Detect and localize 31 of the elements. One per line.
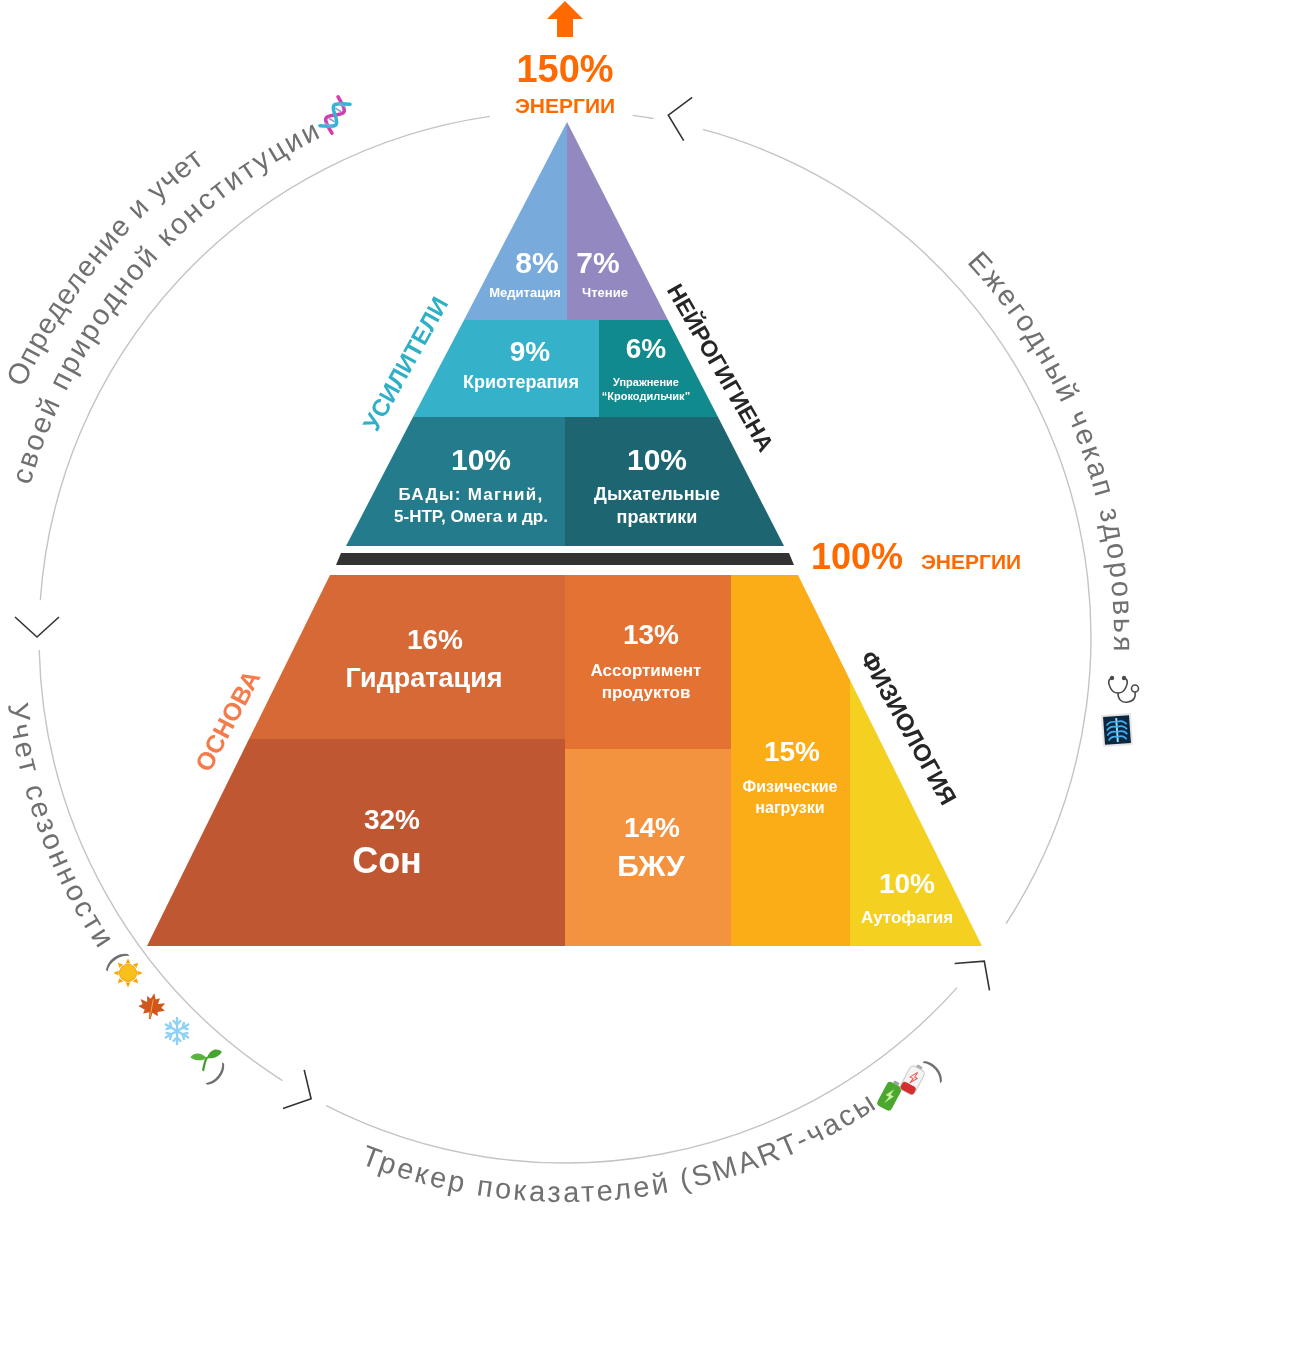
percent-value: 9% [509,334,551,369]
segment-name: Физические нагрузки [741,777,839,818]
segment-name: БАДы: Магний, 5-HTP, Омега и др. [393,483,549,528]
segment-name: Криотерапия [463,371,579,395]
pyramid-section [565,749,731,946]
percent-value: 10% [879,866,935,901]
pyramid-section [731,575,850,946]
segment-name: Дыхательные практики [593,482,721,529]
segment-name: БЖУ [617,847,685,884]
energy-caption: ЭНЕРГИИ [514,94,616,118]
percent-value: 15% [764,734,820,769]
segment-name: Аутофагия [860,906,954,929]
energy-caption: ЭНЕРГИИ [920,550,1022,574]
percent-value: 13% [623,617,679,652]
percent-value: 6% [625,331,667,366]
percent-value: 14% [624,810,680,845]
energy-percent: 150% [516,49,614,91]
percent-value: 10% [451,441,511,478]
segment-name: Сон [352,838,422,883]
energy-percent: 100% [810,537,904,577]
segment-name: Ассортимент продуктов [589,659,703,704]
parenthesis: ) [205,1058,233,1090]
percent-value: 32% [364,802,420,837]
pyramid-section [565,575,731,749]
parenthesis: ) [919,1052,948,1084]
percent-value: 7% [576,244,620,281]
segment-name: Медитация [489,284,561,302]
percent-value: 16% [407,622,463,657]
segment-name: Гидратация [345,662,503,696]
segment-name: Чтение [582,284,628,302]
percent-value: 8% [515,244,559,281]
